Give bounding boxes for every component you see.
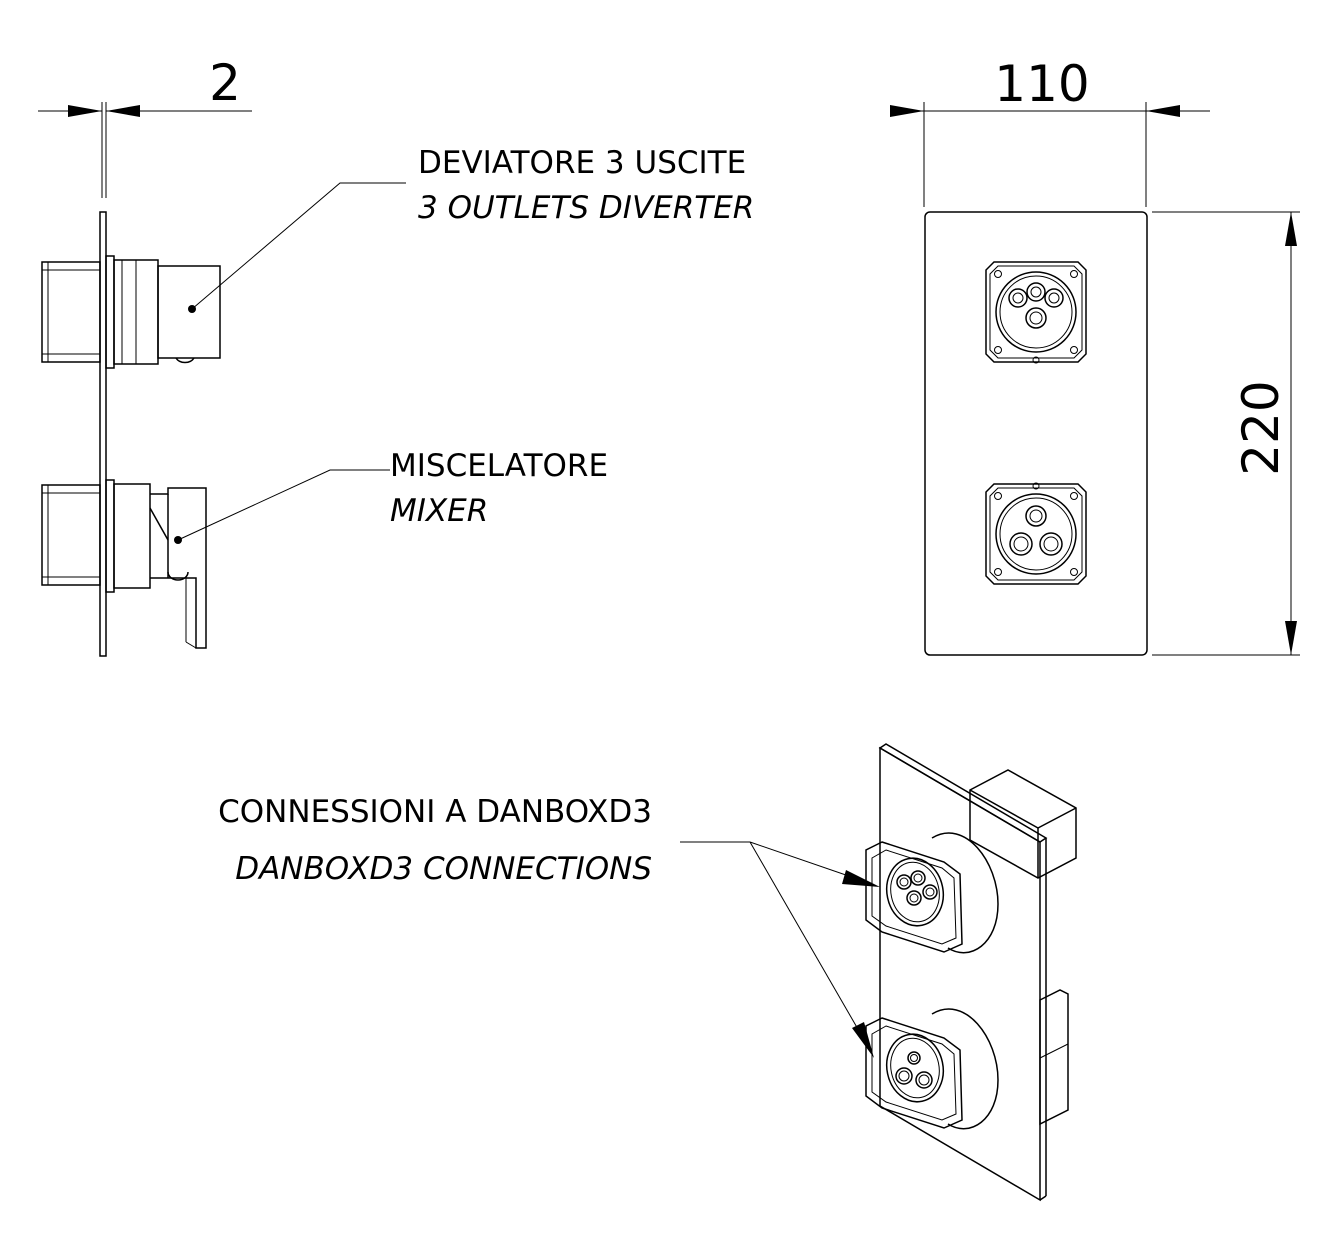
diverter-label-it: DEVIATORE 3 USCITE [418,145,746,181]
diverter-leader: DEVIATORE 3 USCITE 3 OUTLETS DIVERTER [188,145,754,313]
mixer-leader: MISCELATORE MIXER [174,448,608,544]
iso-plate [878,743,1048,1202]
height-dimension: 220 [1152,211,1300,656]
width-dimension: 110 [890,55,1210,207]
thickness-value: 2 [209,54,241,112]
isometric-view: CONNESSIONI A DANBOXD3 DANBOXD3 CONNECTI… [218,743,1077,1202]
iso-upper-cartridge [865,832,999,954]
lower-box-fitting [41,484,101,586]
diverter-label-en: 3 OUTLETS DIVERTER [418,190,754,226]
connections-leader: CONNESSIONI A DANBOXD3 DANBOXD3 CONNECTI… [218,794,880,1058]
thickness-dimension: 2 [38,54,252,198]
upper-box-fitting [41,261,101,363]
iso-lower-cartridge [865,1008,999,1130]
mixer-label-en: MIXER [390,493,488,529]
front-view: 110 220 [890,55,1300,656]
mixer-label-it: MISCELATORE [390,448,608,484]
upper-cartridge-front [985,261,1087,364]
side-view: 2 [38,54,754,657]
lower-cartridge-front [985,482,1087,585]
connections-label-en: DANBOXD3 CONNECTIONS [235,851,652,887]
plate-side [99,211,107,657]
width-value: 110 [994,55,1089,113]
connections-label-it: CONNESSIONI A DANBOXD3 [218,794,652,830]
iso-lower-box [1039,989,1069,1126]
plate-front [924,211,1148,656]
diverter-side [105,255,221,369]
mixer-side [105,479,207,649]
height-value: 220 [1232,380,1290,475]
